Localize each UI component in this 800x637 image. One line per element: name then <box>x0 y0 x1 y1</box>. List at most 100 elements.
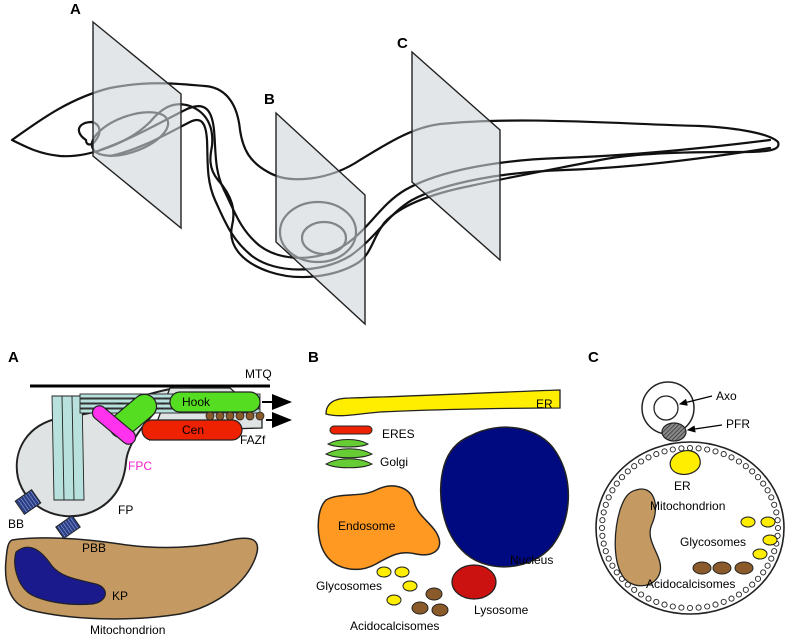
microtubule-dot <box>728 595 735 602</box>
fp-label: FP <box>118 503 133 517</box>
flagellum-inner-outline <box>108 118 772 271</box>
microtubule-dot <box>768 494 775 501</box>
acidocalcisomes-label-b: Acidocalcisomes <box>350 619 439 633</box>
nucleus-shape <box>439 426 570 568</box>
endosome-shape <box>317 485 441 571</box>
microtubule-dot <box>618 474 626 481</box>
kp-shape <box>14 546 106 606</box>
mitochondrion-shape-c <box>614 488 662 587</box>
microtubule-dot <box>760 480 767 487</box>
microtubule-dot <box>754 474 762 481</box>
lysosome-label: Lysosome <box>474 603 529 617</box>
microtubule-dot <box>599 532 606 539</box>
panel-c-label: C <box>588 349 599 366</box>
microtubule-dot <box>605 555 612 562</box>
panel-c: C Axo PFR ER Mitochondrion Glycosomes <box>588 349 785 615</box>
microtubule-dot <box>728 454 735 461</box>
microtubule-dot <box>771 548 778 555</box>
eres-shape <box>329 425 373 435</box>
subpellicular-microtubules <box>598 444 782 612</box>
pbb-label: PBB <box>82 541 106 555</box>
microtubule-dot <box>609 562 616 569</box>
hook-label: Hook <box>182 395 211 409</box>
er-label-c: ER <box>674 479 691 493</box>
microtubule-dot <box>669 446 676 453</box>
microtubule-dot <box>704 446 711 453</box>
microtubule-dot <box>653 451 660 458</box>
microtubule-dot <box>749 581 756 588</box>
microtubule-dot <box>695 604 702 611</box>
pbb-shape <box>55 514 81 540</box>
fazf-label: FAZf <box>240 433 266 447</box>
microtubule-dot <box>605 494 612 501</box>
panel-b: B ER ERES Golgi Nucleus Endosome Glycoso… <box>308 349 570 633</box>
microtubule-dot <box>720 451 727 458</box>
lysosome-shape <box>451 564 497 600</box>
acidocalcisomes-label-c: Acidocalcisomes <box>646 577 735 591</box>
cell-body-outline <box>10 82 780 279</box>
mitochondrion-label-a: Mitochondrion <box>90 623 165 637</box>
acidocalcisomes-c <box>692 561 754 575</box>
microtubule-dot <box>631 463 638 470</box>
mtq-label: MTQ <box>245 367 272 381</box>
microtubule-dot <box>599 517 606 524</box>
microtubule-dot <box>712 448 719 455</box>
bb-shape <box>14 489 42 515</box>
microtubule-dot <box>760 569 767 576</box>
trypanosome-overview: A B C <box>10 1 780 326</box>
microtubule-dot <box>661 448 668 455</box>
microtubule-dot <box>678 604 685 611</box>
microtubule-dot <box>598 524 606 532</box>
plane-label-a: A <box>70 1 81 18</box>
plane-label-c: C <box>397 35 408 52</box>
er-shape-c <box>669 450 701 475</box>
microtubule-dot <box>768 555 775 562</box>
axoneme-shape <box>653 395 679 421</box>
section-plane-a <box>92 20 182 230</box>
microtubule-dot <box>638 458 645 465</box>
microtubule-dot <box>764 487 771 494</box>
microtubule-dot <box>669 603 676 610</box>
microtubule-dot <box>773 509 780 516</box>
microtubule-dot <box>645 595 652 602</box>
microtubule-dot <box>720 598 727 605</box>
fazf-beads <box>205 411 265 421</box>
glycosomes-label-b: Glycosomes <box>316 579 382 593</box>
panel-b-label: B <box>308 349 319 366</box>
microtubule-dot <box>613 480 620 487</box>
microtubule-dot <box>678 445 685 452</box>
microtubule-dot <box>774 524 782 532</box>
axo-pointer <box>678 395 713 406</box>
microtubule-dot <box>613 569 620 576</box>
glycosomes-label-c: Glycosomes <box>680 535 746 549</box>
er-shape <box>325 389 561 417</box>
fpc-label: FPC <box>128 459 152 473</box>
microtubule-dot <box>661 601 668 608</box>
section-plane-b <box>275 111 366 326</box>
er-label-b: ER <box>536 397 553 411</box>
axo-label: Axo <box>716 389 737 403</box>
bb-label: BB <box>8 517 24 531</box>
microtubule-dot <box>602 501 609 508</box>
microtubule-dot <box>754 575 762 582</box>
microtubule-dot <box>735 591 742 598</box>
microtubule-dot <box>749 468 756 475</box>
pfr-pointer <box>686 424 723 433</box>
panel-a: A KP Mitochondrion MTQ FP Hook Cen <box>4 349 292 637</box>
golgi-label: Golgi <box>380 455 408 469</box>
plane-label-b: B <box>264 91 275 108</box>
microtubule-dot <box>631 586 638 593</box>
pfr-shape <box>661 422 687 442</box>
microtubule-dot <box>609 487 616 494</box>
microtubule-dot <box>686 444 694 452</box>
golgi-shape <box>324 439 374 469</box>
cen-label: Cen <box>182 423 204 437</box>
microtubule-dot <box>686 604 694 612</box>
hook-shape <box>169 391 261 413</box>
mitochondrion-label-c: Mitochondrion <box>650 499 725 513</box>
microtubule-dot <box>653 598 660 605</box>
endosome-label: Endosome <box>338 519 396 533</box>
microtubule-dot <box>712 601 719 608</box>
microtubule-dot <box>695 445 702 452</box>
microtubule-dot <box>600 540 607 547</box>
